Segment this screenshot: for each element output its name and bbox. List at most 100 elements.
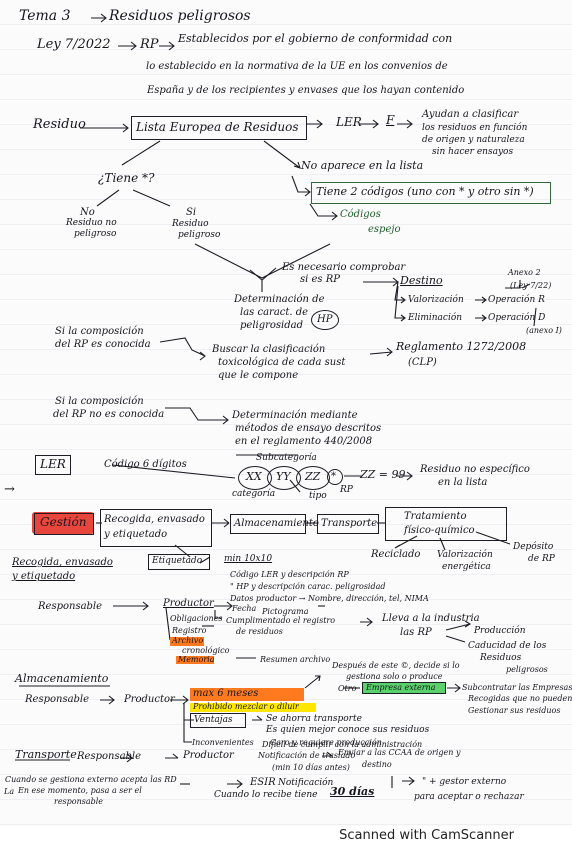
etiquetado-box: Etiquetado: [148, 554, 210, 570]
no-label: No: [80, 207, 95, 218]
ventaja-2: Es quien mejor conoce sus residuos: [266, 725, 430, 735]
archivo-cronologico: cronológico: [182, 646, 230, 655]
ventajas-text: Ventajas: [194, 715, 233, 725]
resumen-archivo: Resumen archivo: [260, 655, 331, 664]
anexo-i-label: (anexo I): [526, 326, 562, 335]
toxicologica-line: toxicológica de cada sust: [218, 357, 346, 368]
inconveniente-1: Caro y requiere producción: [270, 738, 382, 747]
etiqueta-datos-productor: Datos productor → Nombre, dirección, tel…: [230, 594, 429, 603]
subcontratar-1: Subcontratar las Empresas: [462, 683, 572, 692]
hp-text: HP: [317, 314, 333, 325]
ayudan-line-2: los residuos en función: [422, 123, 528, 133]
operacion-r-label: Operación R: [488, 295, 545, 305]
lista-europea-text: Lista Europea de Residuos: [136, 120, 299, 134]
max-6-meses: max 6 meses: [193, 688, 259, 699]
gestion-highlight: [32, 512, 94, 534]
aceptar-rechazar: para aceptar o rechazar: [414, 792, 524, 802]
transporte-text: Transporte: [321, 518, 378, 529]
recogida-line-1: Recogida, envasado: [104, 514, 205, 525]
no-aparece-lista: No aparece en la lista: [301, 159, 424, 172]
anexo-2-label: Anexo 2: [508, 268, 541, 277]
archivo-highlight: [170, 637, 204, 646]
residuos-label: Residuos: [480, 653, 522, 663]
comp-desconocida-line-2: del RP no es conocida: [53, 409, 165, 420]
almacenamiento-box: Almacenamiento: [230, 514, 319, 534]
prohibido-mezclar: Prohibido mezclar o diluir: [193, 702, 299, 711]
recogida-box: Recogida, envasado y etiquetado: [100, 509, 212, 547]
recogida-productor: Productor: [163, 598, 214, 609]
buscar-clasificacion: Buscar la clasificación: [212, 344, 326, 355]
ayudan-line-4: sin hacer ensayos: [432, 147, 514, 157]
obligaciones-label: Obligaciones: [170, 614, 223, 623]
lleva-industria-1: Lleva a la industria: [382, 613, 480, 624]
etiqueta-codigo-ler: Código LER y descripción RP: [230, 570, 349, 579]
f-label: F: [386, 113, 395, 127]
hp-circle: HP: [311, 310, 339, 330]
page-subtitle: Residuos peligrosos: [109, 8, 251, 24]
esir-label: ESIR: [250, 777, 276, 788]
registro-desc-1: Cumplimentado el registro: [226, 616, 336, 625]
tiene-dos-codigos-box: Tiene 2 códigos (uno con * y otro sin *): [311, 182, 551, 204]
lleva-industria-2: las RP: [400, 627, 432, 638]
gestion-label: Gestión: [40, 515, 87, 529]
que-le-compone: que le compone: [218, 370, 299, 381]
almacenamiento-title: Almacenamiento: [15, 672, 109, 685]
xx-text: XX: [246, 470, 262, 483]
notificacion-traslado: Notificación de traslado: [258, 751, 356, 760]
tipo-label: tipo: [309, 491, 327, 501]
determinacion-ensayo-2: métodos de ensayo descritos: [235, 423, 382, 434]
espejo-label: espejo: [368, 224, 401, 235]
almacen-responsable: Responsable: [25, 694, 90, 705]
etiqueta-fecha: Fecha: [232, 604, 257, 613]
transporte-title: Transporte: [15, 748, 77, 761]
ley-rp: RP: [140, 37, 159, 52]
determinacion-line-3: peligrosidad: [240, 320, 304, 331]
etiquetado-text: Etiquetado: [152, 556, 203, 566]
recogida-line-2: y etiquetado: [104, 529, 168, 540]
ley-line-1: Establecidos por el gobierno de conformi…: [178, 32, 453, 45]
ley-line-2: lo establecido en la normativa de la UE …: [146, 61, 448, 72]
almacenamiento-text: Almacenamiento: [234, 518, 319, 529]
si-peligroso: peligroso: [178, 230, 221, 240]
enviar-ccaa-1: Enviar a las CCAA de origen y: [338, 748, 461, 757]
scanned-notes-page: Tema 3 Residuos peligrosos Ley 7/2022 RP…: [0, 0, 572, 826]
tiene-dos-codigos-text: Tiene 2 códigos (uno con * y otro sin *): [316, 185, 534, 198]
ventaja-1: Se ahorra transporte: [266, 714, 362, 724]
cuando-gestiona-3: responsable: [54, 797, 104, 806]
ler-rp-label: RP: [340, 485, 353, 495]
si-residuo: Residuo: [172, 219, 209, 229]
empresa-externa-text: Empresa externa: [366, 683, 436, 692]
memoria-label: Memoria: [178, 655, 215, 664]
residuo-label: Residuo: [33, 117, 86, 132]
comp-conocida-line-2: del RP es conocida: [55, 339, 151, 350]
operacion-d-label: Operación D: [488, 313, 546, 323]
page-title: Tema 3: [19, 8, 71, 24]
comp-conocida-line-1: Si la composición: [55, 326, 144, 337]
codigo-6-digitos: Código 6 dígitos: [104, 459, 187, 470]
la-label: La: [4, 787, 15, 796]
registro-label: Registro: [172, 626, 207, 635]
min-10x10: min 10x10: [224, 554, 273, 564]
valorizacion-label: Valorización: [408, 295, 464, 305]
yy-text: YY: [276, 470, 291, 483]
produccion-label: Producción: [474, 626, 526, 636]
ayudan-line-1: Ayudan a clasificar: [422, 109, 519, 120]
tratamiento-box: Tratamiento físico-químico: [385, 507, 507, 541]
comp-desconocida-line-1: Si la composición: [55, 396, 144, 407]
en-la-lista: en la lista: [438, 477, 488, 488]
dificil-cumplir: Dificil de cumplir con la administración: [262, 740, 423, 749]
empresa-externa-highlight: [362, 682, 446, 693]
otro-label: Otro: [338, 684, 357, 693]
reglamento-440: en el reglamento 440/2008: [235, 436, 373, 447]
si-es-rp: si es RP: [300, 274, 340, 285]
cuando-recibe: Cuando lo recibe tiene: [214, 790, 318, 800]
asterisk-circle: *: [327, 469, 343, 485]
tratamiento-line-1: Tratamiento: [404, 511, 467, 522]
registro-desc-2: de residuos: [236, 627, 283, 636]
recogida-responsable: Responsable: [38, 601, 103, 612]
transporte-box: Transporte: [317, 514, 379, 534]
recogida-title-2: y etiquetado: [12, 571, 76, 582]
peligrosos-label: peligrosos: [506, 665, 548, 674]
valorizacion-energetica-2: energética: [442, 562, 491, 572]
max-6-meses-highlight: [190, 688, 304, 701]
